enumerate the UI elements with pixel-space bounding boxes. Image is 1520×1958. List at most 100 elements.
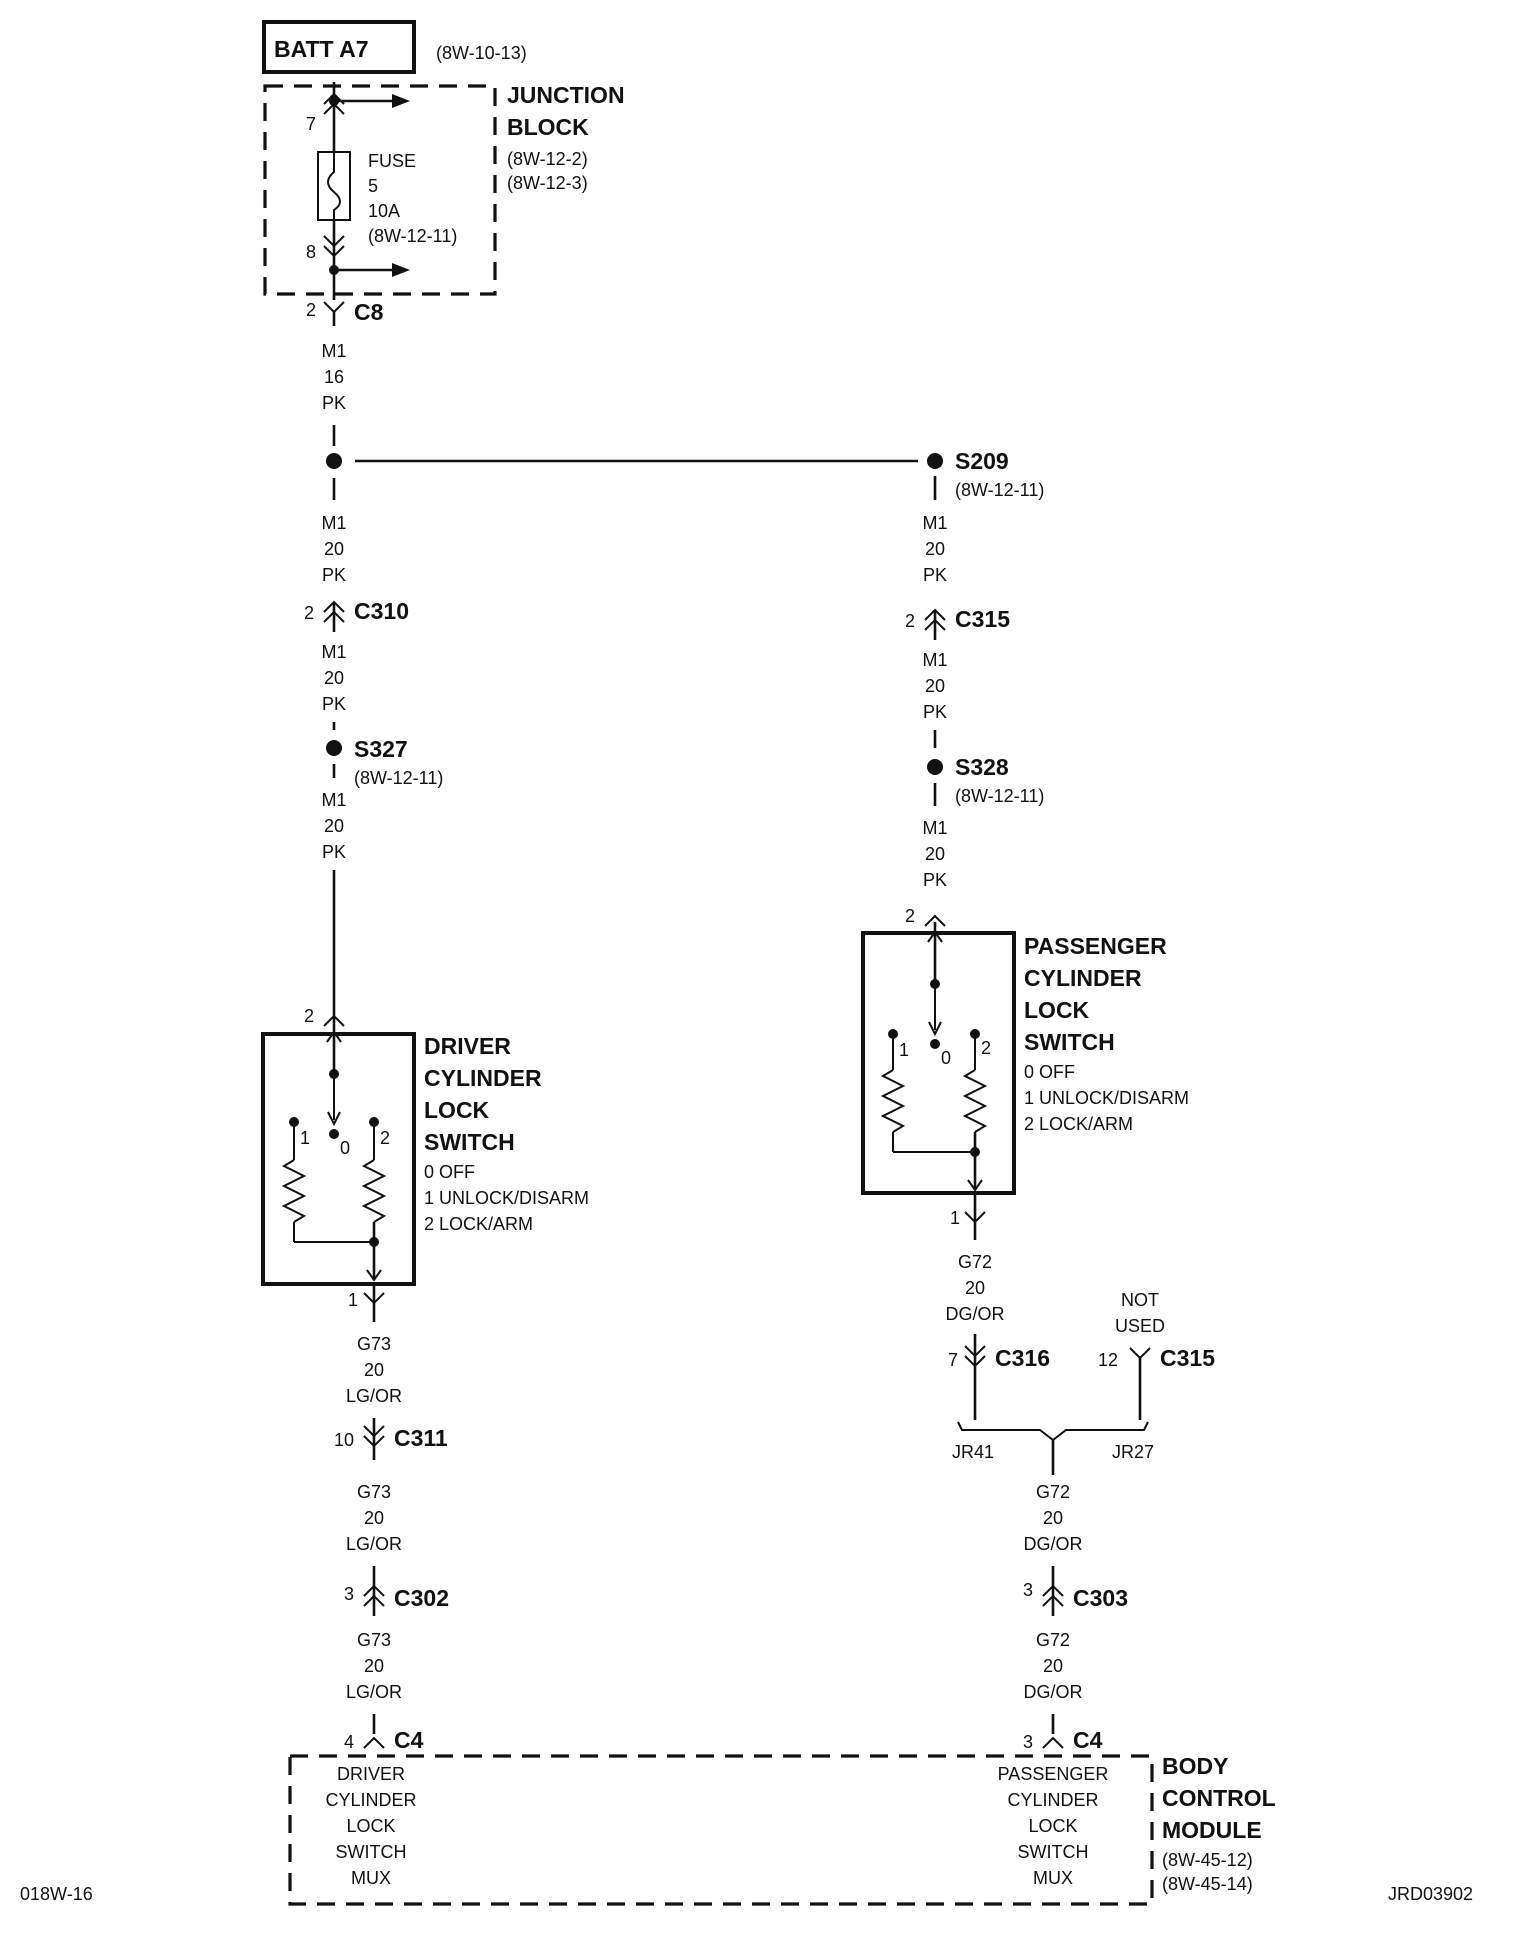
passenger-switch-title-4: SWITCH	[1024, 1029, 1115, 1055]
junction-block-outline	[263, 84, 497, 296]
right-wire-e-circuit: G72	[1036, 1482, 1070, 1502]
left-wire-a-gauge: 20	[324, 539, 344, 559]
fuse-in-connector	[323, 82, 410, 152]
right-wire-d-circuit: G72	[958, 1252, 992, 1272]
right-wire-e-color: DG/OR	[1023, 1534, 1082, 1554]
left-wire-f-gauge: 20	[364, 1656, 384, 1676]
driver-switch-bottom-pin: 1	[348, 1290, 358, 1310]
bcm-right-input-line: CYLINDER	[1007, 1790, 1098, 1810]
passenger-switch-mark-2: 2	[981, 1038, 991, 1058]
bcm-title-3: MODULE	[1162, 1817, 1262, 1843]
right-wire-c-gauge: 20	[925, 844, 945, 864]
s209-splice-dot	[927, 453, 943, 469]
driver-switch-title-4: SWITCH	[424, 1129, 515, 1155]
left-c4-pin: 4	[344, 1732, 354, 1752]
left-wire-b-circuit: M1	[321, 642, 346, 662]
passenger-switch-title-2: CYLINDER	[1024, 965, 1142, 991]
bcm-outline	[288, 1754, 1154, 1906]
left-wire-e-color: LG/OR	[346, 1534, 402, 1554]
right-wire-c-circuit: M1	[922, 818, 947, 838]
junction-block-title-1: JUNCTION	[507, 82, 625, 108]
c303-pin: 3	[1023, 1580, 1033, 1600]
left-wire-e-gauge: 20	[364, 1508, 384, 1528]
bcm-title-1: BODY	[1162, 1753, 1228, 1779]
c315-unused-pin: 12	[1098, 1350, 1118, 1370]
bcm-right-input-label: PASSENGER CYLINDER LOCK SWITCH MUX	[998, 1764, 1109, 1888]
fuse-ref: (8W-12-11)	[368, 226, 457, 246]
right-c4-connector-icon	[1042, 1714, 1064, 1749]
c302-name: C302	[394, 1585, 449, 1611]
passenger-switch-bottom-connector	[964, 1193, 986, 1240]
wire-m1-16-color: PK	[322, 393, 346, 413]
right-c4-pin: 3	[1023, 1732, 1033, 1752]
drawing-id: JRD03902	[1388, 1884, 1473, 1904]
left-wire-d-color: LG/OR	[346, 1386, 402, 1406]
s209-ref: (8W-12-11)	[955, 480, 1044, 500]
c302-connector-icon	[363, 1566, 385, 1616]
jr27-label: JR27	[1112, 1442, 1154, 1462]
passenger-switch-mark-0: 0	[941, 1048, 951, 1068]
driver-switch-pos-2: 2 LOCK/ARM	[424, 1214, 533, 1234]
c8-name: C8	[354, 299, 384, 325]
driver-switch-box	[261, 1032, 416, 1286]
fuse-label: FUSE	[368, 151, 416, 171]
s328-ref: (8W-12-11)	[955, 786, 1044, 806]
bcm-left-input-line: MUX	[351, 1868, 391, 1888]
passenger-switch-pos-0: 0 OFF	[1024, 1062, 1075, 1082]
left-c4-connector-icon	[363, 1714, 385, 1749]
left-wire-b-color: PK	[322, 694, 346, 714]
right-wire-b-circuit: M1	[922, 650, 947, 670]
wire-m1-16-gauge: 16	[324, 367, 344, 387]
c316-name: C316	[995, 1345, 1050, 1371]
left-wire-d-circuit: G73	[357, 1334, 391, 1354]
batt-source-box	[262, 20, 416, 74]
bcm-left-input-line: CYLINDER	[325, 1790, 416, 1810]
s328-name: S328	[955, 754, 1009, 780]
splice-main-dot	[326, 453, 342, 469]
driver-switch-pos-0: 0 OFF	[424, 1162, 475, 1182]
fuse-number: 5	[368, 176, 378, 196]
right-wire-f-color: DG/OR	[1023, 1682, 1082, 1702]
driver-switch-pos-1: 1 UNLOCK/DISARM	[424, 1188, 589, 1208]
right-wire-a-gauge: 20	[925, 539, 945, 559]
left-wire-a-circuit: M1	[321, 513, 346, 533]
right-c315-connector-icon	[924, 608, 946, 640]
right-wire-c-color: PK	[923, 870, 947, 890]
passenger-switch-top-pin: 2	[905, 906, 915, 926]
driver-switch-mark-1: 1	[300, 1128, 310, 1148]
c316-connector-icon	[964, 1334, 986, 1420]
bcm-right-input-line: PASSENGER	[998, 1764, 1109, 1784]
c315-unused-note-2: USED	[1115, 1316, 1165, 1336]
right-c315-name: C315	[955, 606, 1010, 632]
passenger-switch-schematic	[880, 922, 988, 1192]
c302-pin: 3	[344, 1584, 354, 1604]
junction-block-ref-1: (8W-12-2)	[507, 149, 588, 169]
fuse-in-pin: 7	[306, 114, 316, 134]
passenger-switch-bottom-pin: 1	[950, 1208, 960, 1228]
passenger-switch-title-1: PASSENGER	[1024, 933, 1167, 959]
c315-unused-connector-icon	[1129, 1347, 1151, 1420]
jr41-label: JR41	[952, 1442, 994, 1462]
right-c4-name: C4	[1073, 1727, 1103, 1753]
splice-bracket-junction	[957, 1421, 1149, 1475]
passenger-switch-box	[861, 931, 1016, 1195]
right-wire-a-circuit: M1	[922, 513, 947, 533]
c310-pin: 2	[304, 603, 314, 623]
c311-name: C311	[394, 1425, 448, 1451]
right-wire-b-color: PK	[923, 702, 947, 722]
fuse-out-pin: 8	[306, 242, 316, 262]
c315-unused-name: C315	[1160, 1345, 1215, 1371]
c303-name: C303	[1073, 1585, 1128, 1611]
passenger-switch-top-connector	[924, 914, 946, 927]
wire-m1-16-circuit: M1	[321, 341, 346, 361]
right-wire-d-gauge: 20	[965, 1278, 985, 1298]
passenger-switch-pos-2: 2 LOCK/ARM	[1024, 1114, 1133, 1134]
fuse-5-icon	[317, 151, 351, 221]
c311-connector-icon	[363, 1418, 385, 1460]
batt-source-label: BATT A7	[274, 36, 369, 62]
right-c315-pin: 2	[905, 611, 915, 631]
driver-switch-title-2: CYLINDER	[424, 1065, 542, 1091]
bcm-left-input-line: SWITCH	[336, 1842, 407, 1862]
passenger-switch-mark-1: 1	[899, 1040, 909, 1060]
